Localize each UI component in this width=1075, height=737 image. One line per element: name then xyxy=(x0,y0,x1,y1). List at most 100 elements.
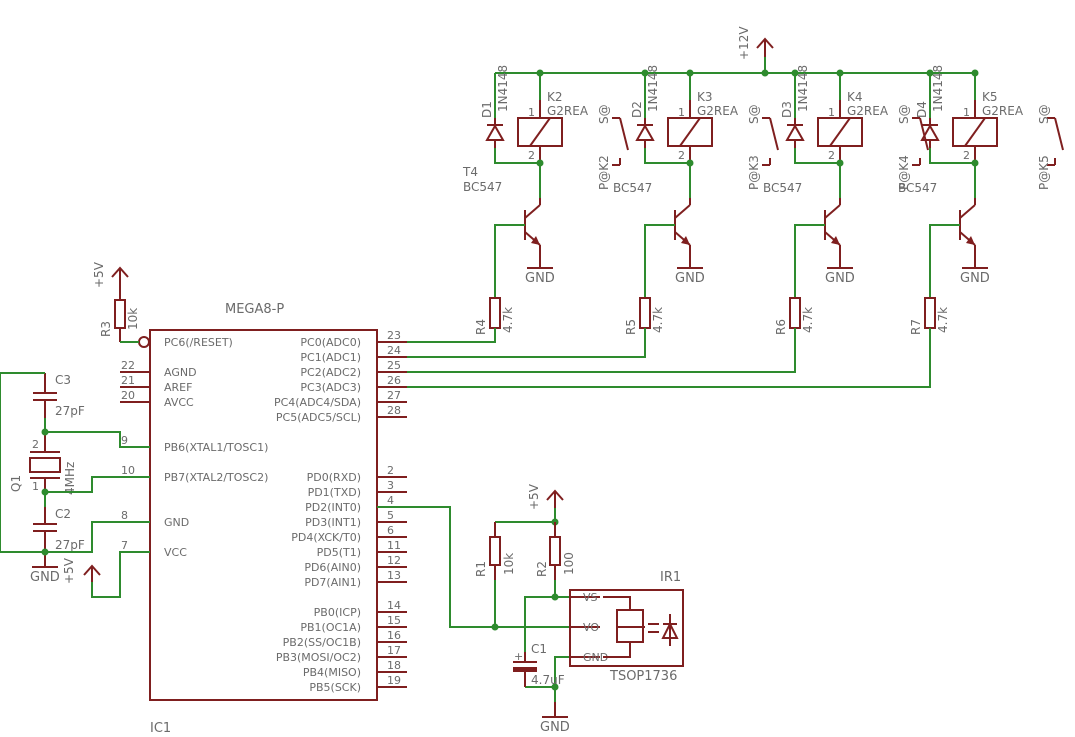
c1-plus-sign: + xyxy=(514,650,523,663)
mcu-right-pin-number: 23 xyxy=(387,329,401,342)
diode-symbol xyxy=(635,123,655,141)
mcu-left-pin-name: AREF xyxy=(164,381,192,394)
transistor-value: BC547 xyxy=(613,181,652,195)
ir1-value: TSOP1736 xyxy=(609,669,677,684)
mcu-right-pin-number: 17 xyxy=(387,644,401,657)
mcu-left-pin-number: 10 xyxy=(121,464,135,477)
clock-circuit: C3 27pF 2 1 Q1 4MHz C2 27pF GND xyxy=(0,372,150,598)
mcu-right-pin-name: PB3(MOSI/OC2) xyxy=(276,651,361,664)
mcu-right-pin-number: 18 xyxy=(387,659,401,672)
q1-value: 4MHz xyxy=(63,462,77,495)
c1-ref: C1 xyxy=(531,642,547,656)
mcu-right-pin-number: 15 xyxy=(387,614,401,627)
mcu-right-pin-name: PC0(ADC0) xyxy=(300,336,361,349)
contact-s-label: S@ xyxy=(597,104,611,124)
mcu-left-pin-name: PB7(XTAL2/TOSC2) xyxy=(164,471,268,484)
q1-pin2: 2 xyxy=(32,438,39,451)
supply-5v-label-vcc: +5V xyxy=(62,557,76,584)
relay-ref: K2 xyxy=(547,90,563,104)
mcu-right-pin-number: 12 xyxy=(387,554,401,567)
mcu-right-pin-name: PD6(AIN0) xyxy=(304,561,361,574)
diode-ref: D1 xyxy=(480,101,494,118)
c1-value: 4.7uF xyxy=(531,673,565,687)
mcu-right-pin-number: 19 xyxy=(387,674,401,687)
mcu-left-pin-number: 7 xyxy=(121,539,128,552)
diode-ref: D2 xyxy=(630,101,644,118)
relay-coil-pin1: 1 xyxy=(528,106,535,119)
mcu-left-pin-name: PC6(/RESET) xyxy=(164,336,233,349)
mcu-ic1: MEGA8-P IC1 PC6(/RESET)22AGND21AREF20AVC… xyxy=(120,302,407,736)
mcu-right-pin-name: PB0(ICP) xyxy=(314,606,361,619)
c3-value: 27pF xyxy=(55,404,85,418)
relay-ref: K3 xyxy=(697,90,713,104)
ir1-pin-vs: VS xyxy=(583,591,598,604)
r3-ref: R3 xyxy=(99,321,113,337)
r2-ref: R2 xyxy=(535,561,549,577)
mcu-left-pins: PC6(/RESET)22AGND21AREF20AVCC9PB6(XTAL1/… xyxy=(120,336,268,559)
resistor-value: 4.7k xyxy=(651,307,665,333)
mcu-right-pin-name: PD2(INT0) xyxy=(305,501,361,514)
diode-value: 1N4148 xyxy=(646,65,660,112)
gnd-label: GND xyxy=(525,271,555,286)
mcu-right-pin-number: 3 xyxy=(387,479,394,492)
mcu-left-pin-number: 22 xyxy=(121,359,135,372)
mcu-right-pin-name: PD1(TXD) xyxy=(308,486,361,499)
diode-value: 1N4148 xyxy=(496,65,510,112)
mcu-left-pin-name: AGND xyxy=(164,366,197,379)
relay-coil-pin2: 2 xyxy=(528,149,535,162)
r2-value: 100 xyxy=(562,552,576,575)
mcu-right-pin-number: 4 xyxy=(387,494,394,507)
mcu-right-pins: 23PC0(ADC0)24PC1(ADC1)25PC2(ADC2)26PC3(A… xyxy=(274,329,407,694)
r1-ref: R1 xyxy=(474,561,488,577)
mcu-right-pin-name: PD5(T1) xyxy=(317,546,361,559)
base-resistor xyxy=(639,297,651,329)
mcu-left-pin-number: 8 xyxy=(121,509,128,522)
supply-12v: +12V xyxy=(495,26,975,77)
gnd-label: GND xyxy=(960,271,990,286)
transistor-value: BC547 xyxy=(463,180,502,194)
contact-s-label: S@ xyxy=(897,104,911,124)
relay-ref: K4 xyxy=(847,90,863,104)
r3-value: 10k xyxy=(126,308,140,330)
contact-p-label: P@K2 xyxy=(597,155,611,190)
resistor-value: 4.7k xyxy=(801,307,815,333)
gnd-label-clock: GND xyxy=(30,570,60,585)
relay-coil-pin2: 2 xyxy=(963,149,970,162)
diode-value: 1N4148 xyxy=(931,65,945,112)
ir1-pin-vo: VO xyxy=(583,621,599,634)
mcu-right-pin-name: PD0(RXD) xyxy=(307,471,361,484)
relay-coil-pin2: 2 xyxy=(678,149,685,162)
mcu-right-pin-name: PD4(XCK/T0) xyxy=(291,531,361,544)
mcu-body xyxy=(149,329,378,701)
mcu-left-pin-number: 20 xyxy=(121,389,135,402)
mcu-right-pin-name: PC5(ADC5/SCL) xyxy=(276,411,361,424)
resistor-ref: R7 xyxy=(909,319,923,335)
transistor-ref: T4 xyxy=(462,165,478,179)
mcu-right-pin-name: PB2(SS/OC1B) xyxy=(283,636,361,649)
mcu-right-pin-name: PC1(ADC1) xyxy=(300,351,361,364)
gnd-label: GND xyxy=(675,271,705,286)
mcu-left-pin-name: GND xyxy=(164,516,189,529)
mcu-right-pin-number: 25 xyxy=(387,359,401,372)
contact-s-label: S@ xyxy=(1037,104,1051,124)
mcu-right-pin-number: 26 xyxy=(387,374,401,387)
c3-ref: C3 xyxy=(55,373,71,387)
relay-ref: K5 xyxy=(982,90,998,104)
diode-symbol xyxy=(785,123,805,141)
base-resistor xyxy=(789,297,801,329)
diode-ref: D4 xyxy=(915,101,929,118)
supply-5v-label-r3: +5V xyxy=(92,261,106,288)
ir-receiver-circuit: +5V R1 10k R2 100 + C1 4.7uF xyxy=(377,483,684,735)
relay-coil-pin2: 2 xyxy=(828,149,835,162)
ir1-ref: IR1 xyxy=(660,570,681,585)
reset-inversion-bubble xyxy=(138,336,150,348)
resistor-r3 xyxy=(114,299,126,329)
transistor-value: BC547 xyxy=(898,181,937,195)
mcu-left-pin-name: VCC xyxy=(164,546,187,559)
supply-5v-label-ir: +5V xyxy=(527,483,541,510)
resistor-value: 4.7k xyxy=(501,307,515,333)
contact-s-label: S@ xyxy=(747,104,761,124)
